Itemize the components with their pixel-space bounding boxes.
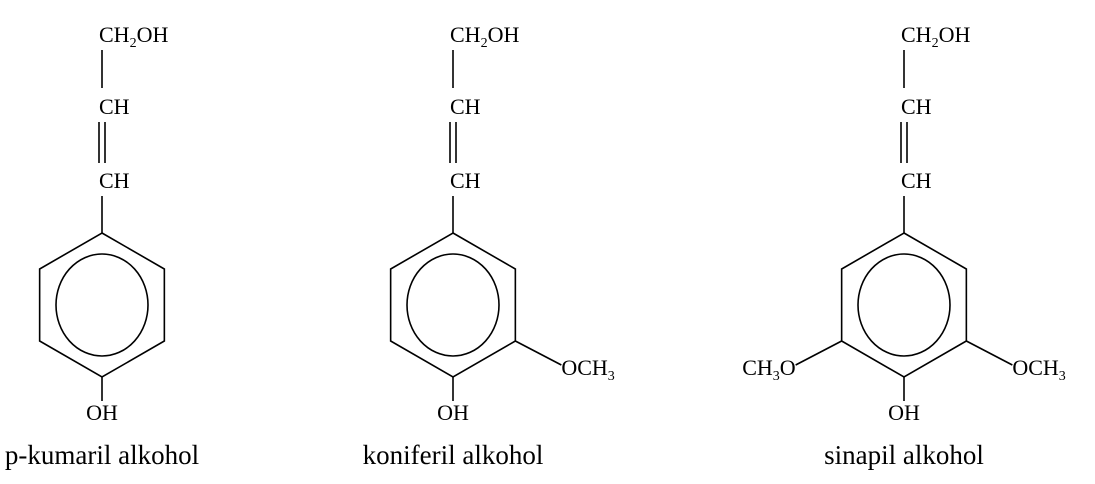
aromatic-circle (406, 253, 500, 357)
left-substituent-bond (795, 340, 843, 366)
top-group-label: CH2OH (99, 22, 168, 51)
top-group-label: CH2OH (450, 22, 519, 51)
top-group-label: CH2OH (901, 22, 970, 51)
molecule-3: CH2OH CH CH OH OCH3 CH3O sinapil alkohol (742, 22, 1066, 470)
molecule-caption: p-kumaril alkohol (5, 440, 199, 470)
molecule-2: CH2OH CH CH OH OCH3 koniferil alkohol (363, 22, 615, 470)
right-substituent-bond (965, 340, 1013, 366)
bottom-group-label: OH (437, 400, 469, 425)
right-substituent-bond (514, 340, 562, 366)
right-substituent-label: OCH3 (1012, 355, 1065, 384)
left-substituent-label: CH3O (742, 355, 795, 384)
aromatic-circle (857, 253, 951, 357)
chain-lower-label: CH (99, 168, 130, 193)
right-substituent-label: OCH3 (561, 355, 614, 384)
chain-lower-label: CH (901, 168, 932, 193)
chain-lower-label: CH (450, 168, 481, 193)
molecule-caption: sinapil alkohol (824, 440, 984, 470)
aromatic-circle (55, 253, 149, 357)
chain-upper-label: CH (901, 94, 932, 119)
chain-upper-label: CH (99, 94, 130, 119)
chain-upper-label: CH (450, 94, 481, 119)
bottom-group-label: OH (86, 400, 118, 425)
molecule-caption: koniferil alkohol (363, 440, 544, 470)
molecule-1: CH2OH CH CH OH p-kumaril alkohol (5, 22, 199, 470)
bottom-group-label: OH (888, 400, 920, 425)
